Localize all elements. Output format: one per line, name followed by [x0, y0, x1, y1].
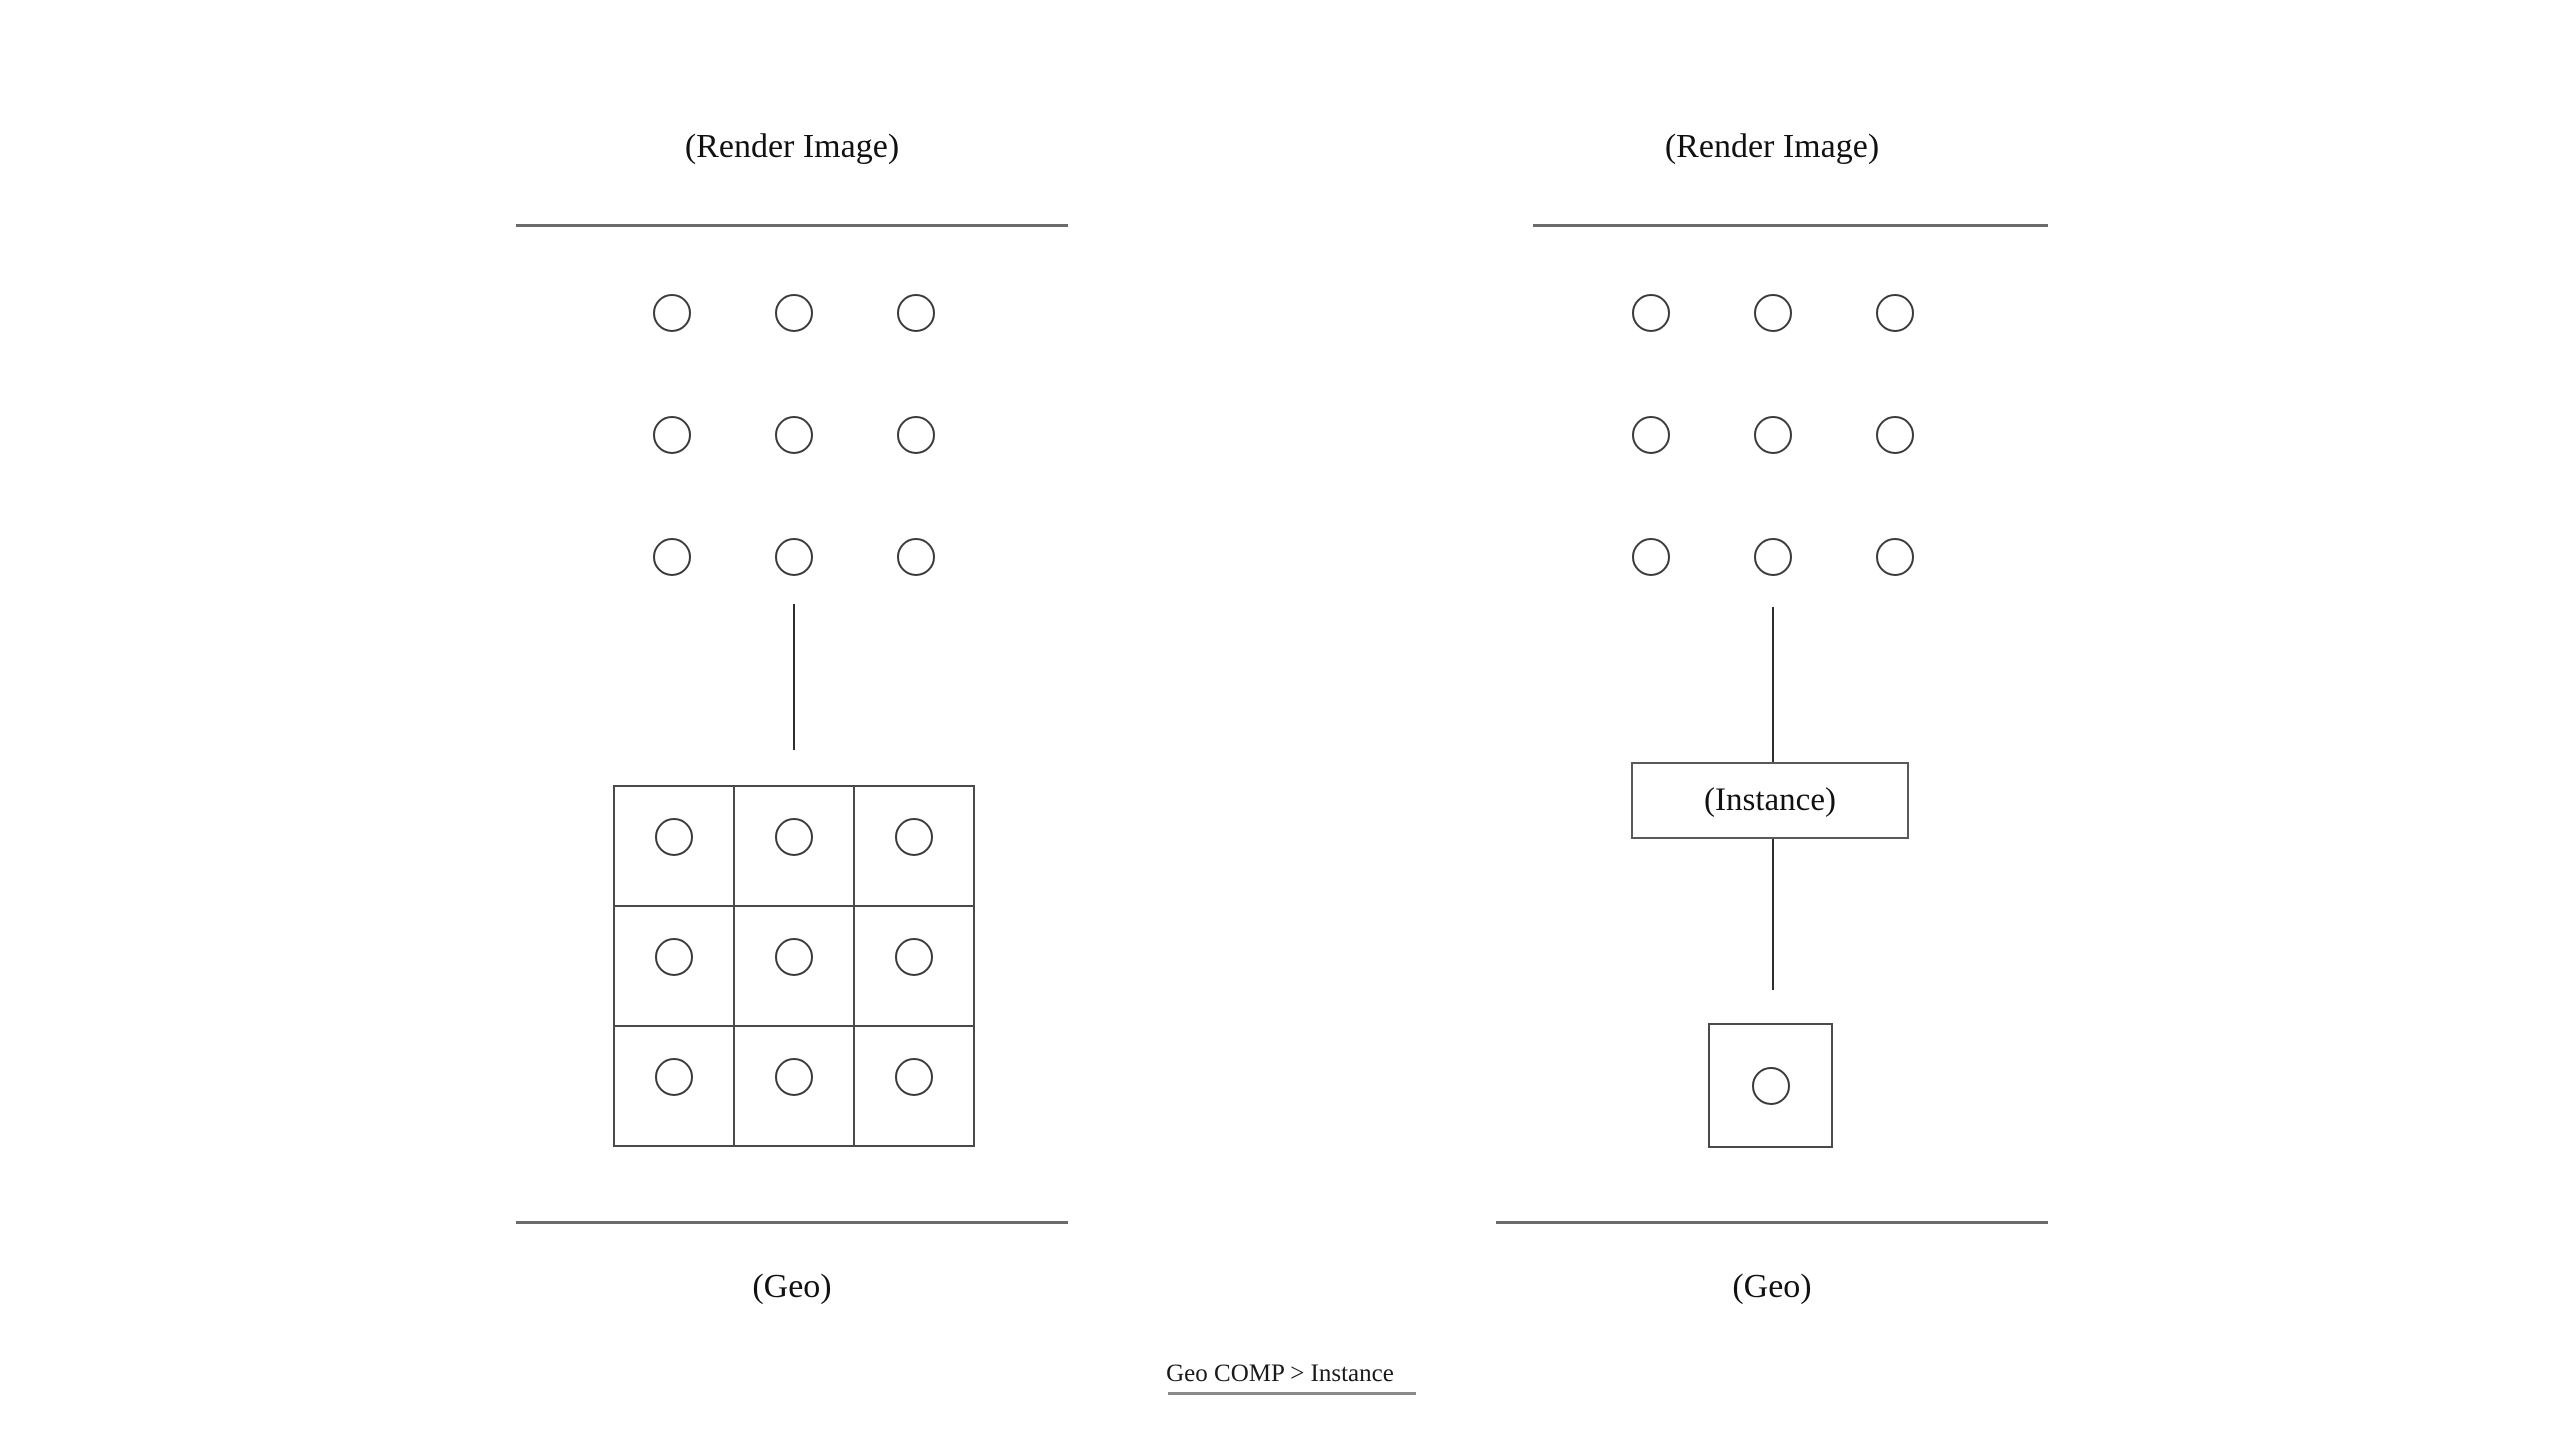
render-circle: [775, 538, 813, 576]
render-circle: [1876, 538, 1914, 576]
render-circle: [1754, 416, 1792, 454]
geo-square-right: [1708, 1023, 1833, 1148]
footer-caption: Geo COMP > Instance: [1166, 1360, 1394, 1387]
render-circle: [897, 294, 935, 332]
panel-left-title: (Render Image): [684, 128, 900, 165]
geo-cell-circle: [655, 937, 693, 976]
instance-node[interactable]: (Instance): [1631, 762, 1909, 839]
geo-cell: [735, 787, 855, 907]
render-circle: [1754, 294, 1792, 332]
geo-cell-circle: [895, 817, 933, 856]
panel-left-connector: [793, 604, 795, 750]
render-circle: [775, 416, 813, 454]
render-circle: [775, 294, 813, 332]
geo-cell-circle: [775, 1057, 813, 1096]
geo-cell-circle: [775, 817, 813, 856]
panel-right-bottom-rule: [1496, 1221, 2048, 1224]
render-circle: [1632, 294, 1670, 332]
panel-right-caption: (Geo): [1732, 1268, 1812, 1305]
geo-cell-circle: [655, 1057, 693, 1096]
render-circle: [897, 538, 935, 576]
render-circle: [1632, 538, 1670, 576]
render-circle: [653, 416, 691, 454]
panel-right-connector-upper: [1772, 607, 1774, 765]
render-circle: [1876, 294, 1914, 332]
panel-left-bottom-rule: [516, 1221, 1068, 1224]
render-circle: [1876, 416, 1914, 454]
geo-cell: [615, 1027, 735, 1147]
panel-right-connector-lower: [1772, 836, 1774, 990]
render-circle: [897, 416, 935, 454]
geo-cell: [615, 787, 735, 907]
geo-cell: [855, 787, 975, 907]
geo-cell-circle: [895, 1057, 933, 1096]
geo-cell-circle: [895, 937, 933, 976]
geo-cell-circle: [775, 937, 813, 976]
geo-cell-circle: [1751, 1066, 1790, 1105]
geo-cell: [855, 907, 975, 1027]
render-circle: [653, 294, 691, 332]
geo-grid-left: [613, 785, 975, 1147]
panel-left-top-rule: [516, 224, 1068, 227]
panel-right-title: (Render Image): [1664, 128, 1880, 165]
geo-cell: [735, 1027, 855, 1147]
render-circle: [653, 538, 691, 576]
geo-cell-circle: [655, 817, 693, 856]
geo-cell: [615, 907, 735, 1027]
footer-underline: [1168, 1392, 1416, 1395]
geo-cell: [855, 1027, 975, 1147]
panel-right-top-rule: [1533, 224, 2048, 227]
render-circle: [1632, 416, 1670, 454]
render-circle: [1754, 538, 1792, 576]
panel-left-caption: (Geo): [752, 1268, 832, 1305]
geo-cell: [735, 907, 855, 1027]
